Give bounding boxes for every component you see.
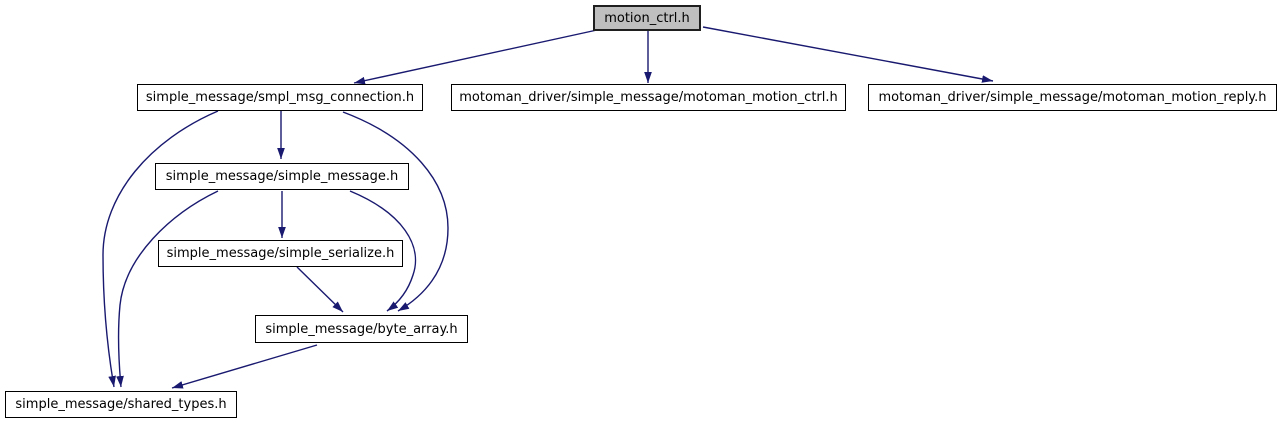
node-motoman-motion-ctrl[interactable]: motoman_driver/simple_message/motoman_mo…: [451, 84, 846, 111]
node-motoman-motion-reply-label: motoman_driver/simple_message/motoman_mo…: [878, 90, 1267, 105]
node-simple-serialize[interactable]: simple_message/simple_serialize.h: [158, 240, 403, 267]
edge-motion_ctrl-to-smpl_msg_connection: [353, 29, 598, 85]
node-motion-ctrl: motion_ctrl.h: [593, 5, 701, 31]
edge-motion_ctrl-to-motoman_motion_reply: [702, 26, 994, 83]
node-shared-types[interactable]: simple_message/shared_types.h: [5, 391, 237, 418]
node-motoman-motion-reply[interactable]: motoman_driver/simple_message/motoman_mo…: [868, 84, 1277, 111]
node-simple-message[interactable]: simple_message/simple_message.h: [155, 163, 409, 190]
edge-byte_array-to-shared_types: [171, 344, 318, 389]
node-shared-types-label: simple_message/shared_types.h: [15, 397, 227, 412]
node-smpl-msg-connection[interactable]: simple_message/smpl_msg_connection.h: [137, 84, 423, 111]
edge-smpl_msg_connection-to-byte_array: [342, 111, 449, 312]
node-smpl-msg-connection-label: simple_message/smpl_msg_connection.h: [145, 90, 415, 105]
node-motion-ctrl-label: motion_ctrl.h: [604, 10, 690, 26]
node-simple-message-label: simple_message/simple_message.h: [165, 169, 399, 184]
edge-simple_message-to-shared_types: [116, 190, 219, 388]
node-byte-array[interactable]: simple_message/byte_array.h: [255, 315, 468, 343]
node-simple-serialize-label: simple_message/simple_serialize.h: [166, 246, 395, 261]
node-byte-array-label: simple_message/byte_array.h: [265, 321, 458, 337]
edge-simple_serialize-to-byte_array: [296, 266, 344, 313]
node-motoman-motion-ctrl-label: motoman_driver/simple_message/motoman_mo…: [459, 90, 838, 105]
